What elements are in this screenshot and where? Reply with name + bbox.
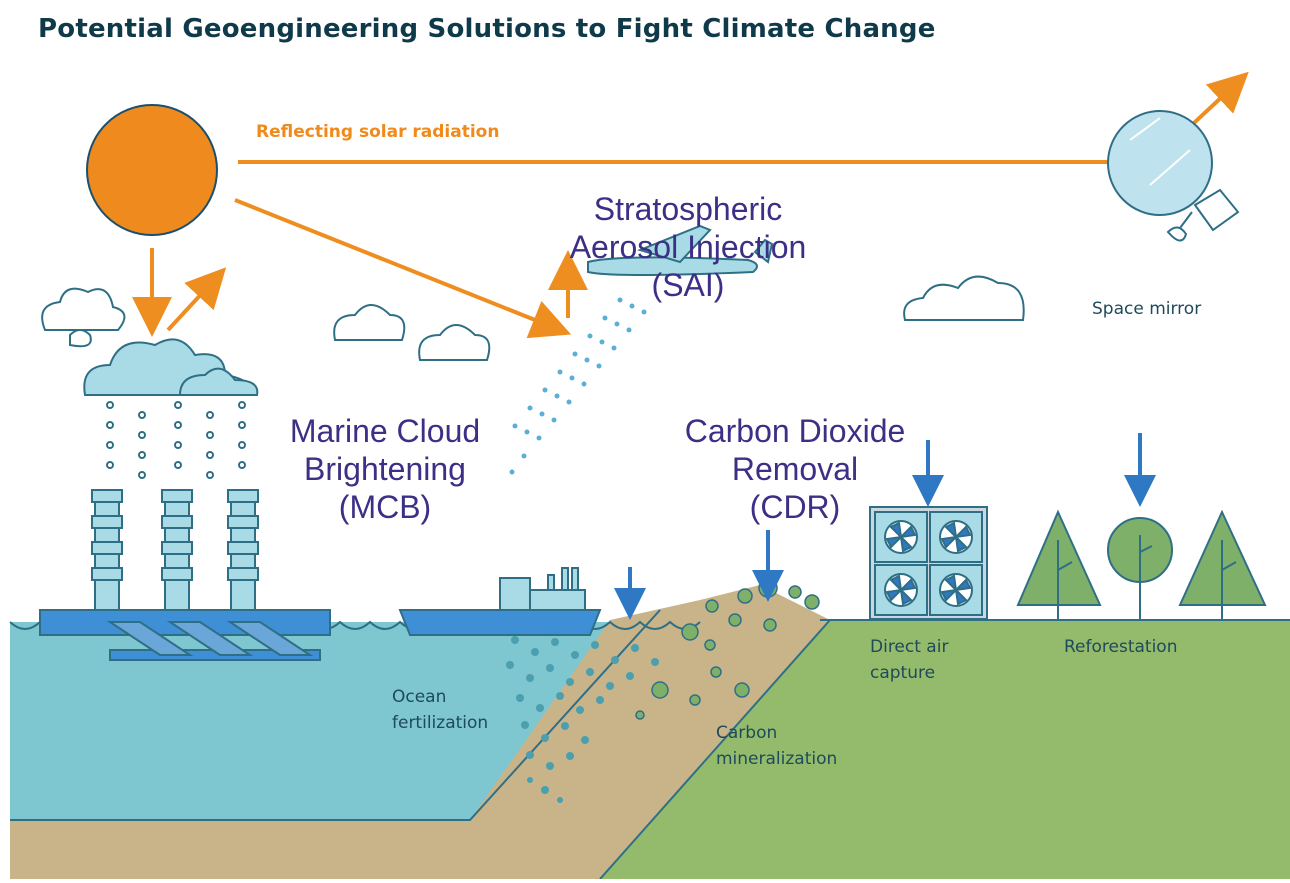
ocean-fertilization-line2: fertilization (392, 713, 489, 733)
direct-air-capture-line2: capture (870, 663, 936, 683)
mcb-label-line2: Brightening (304, 451, 466, 487)
land (560, 620, 1290, 879)
reflect-label: Reflecting solar radiation (256, 122, 500, 142)
reforestation-label: Reforestation (1064, 637, 1178, 657)
tree-icon (1016, 509, 1267, 620)
mcb-label: Marine Cloud Brightening (MCB) (270, 412, 500, 526)
carbon-mineralization-line1: Carbon (716, 723, 778, 743)
direct-air-capture-line1: Direct air (870, 637, 949, 657)
sai-incoming-arrow (234, 198, 572, 339)
aerosol-trail (509, 297, 647, 475)
sai-label-line1: Stratospheric (593, 191, 783, 227)
space-mirror-icon (1107, 110, 1240, 242)
ocean-fertilization-particles (506, 636, 659, 803)
page-title: Potential Geoengineering Solutions to Fi… (38, 14, 936, 44)
direct-air-capture-label: Direct air capture (870, 634, 948, 686)
carbon-mineralization-label: Carbon mineralization (716, 720, 837, 772)
fan-icon (884, 520, 973, 607)
mcb-platform (39, 489, 331, 661)
ship-icon (398, 567, 602, 636)
mcb-label-line1: Marine Cloud (289, 413, 481, 449)
mcb-label-line3: (MCB) (338, 489, 432, 525)
carbon-mineralization-line2: mineralization (716, 749, 838, 769)
cdr-label-line1: Carbon Dioxide (684, 413, 906, 449)
airplane-icon (587, 224, 774, 276)
seabed (10, 585, 830, 879)
cdr-label: Carbon Dioxide Removal (CDR) (660, 412, 930, 526)
ocean-fertilization-line1: Ocean (392, 687, 447, 707)
cdr-label-line2: Removal (731, 451, 859, 487)
cloud-icon (41, 275, 1025, 396)
ocean-fertilization-label: Ocean fertilization (392, 684, 488, 736)
space-mirror-label: Space mirror (1092, 299, 1202, 319)
sai-label-line2: Aerosol Injection (569, 229, 807, 265)
sun-icon (86, 104, 218, 236)
cdr-label-line3: (CDR) (749, 489, 841, 525)
mcb-reflect-arrow (166, 267, 227, 332)
spray-droplets (106, 401, 246, 479)
sai-label: Stratospheric Aerosol Injection (SAI) (548, 190, 828, 304)
sai-label-line3: (SAI) (651, 267, 725, 303)
direct-air-capture-unit (869, 506, 988, 620)
